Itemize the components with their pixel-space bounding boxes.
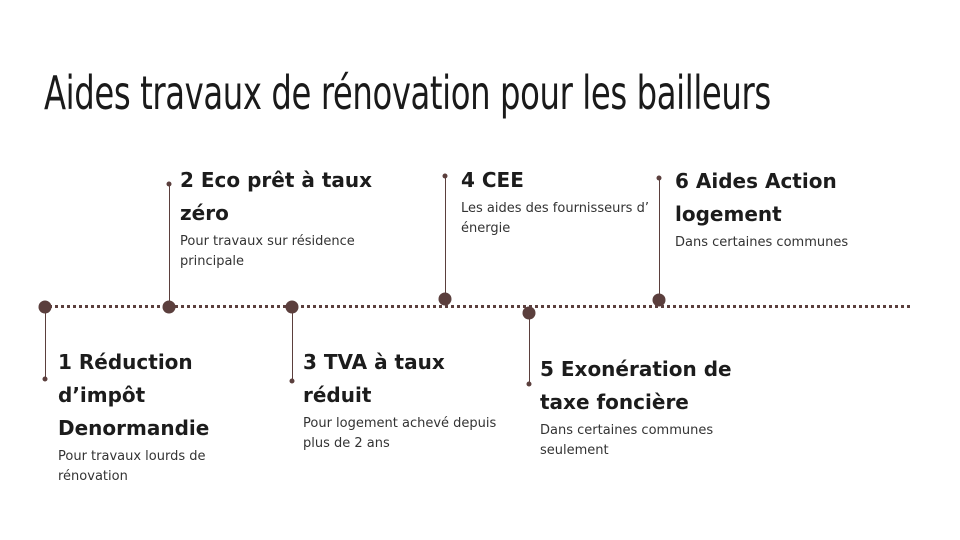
timeline-item-5: 5 Exonération de taxe foncière Dans cert… bbox=[540, 353, 755, 461]
timeline-stem-end-5 bbox=[526, 381, 532, 387]
timeline-dot-2 bbox=[162, 300, 176, 314]
timeline-item-1-title: 1 Réduction d’impôt Denormandie bbox=[58, 350, 210, 440]
timeline-item-3-desc: Pour logement achevé depuis plus de 2 an… bbox=[303, 416, 497, 451]
timeline-stem-end-2 bbox=[166, 181, 172, 187]
timeline-item-1: 1 Réduction d’impôt Denormandie Pour tra… bbox=[58, 346, 243, 487]
timeline-dot-3 bbox=[285, 300, 299, 314]
timeline-line bbox=[44, 305, 910, 308]
timeline-item-6: 6 Aides Action logement Dans certaines c… bbox=[675, 165, 895, 253]
timeline-stem-2 bbox=[169, 184, 170, 301]
timeline-dot-6 bbox=[652, 293, 666, 307]
timeline-dot-1 bbox=[38, 300, 52, 314]
timeline-dot-5 bbox=[522, 306, 536, 320]
timeline-stem-end-1 bbox=[42, 376, 48, 382]
timeline-stem-1 bbox=[45, 313, 46, 379]
timeline-item-2-title: 2 Eco prêt à taux zéro bbox=[180, 168, 373, 225]
timeline-stem-end-6 bbox=[656, 175, 662, 181]
timeline-item-4: 4 CEE Les aides des fournisseurs d’ éner… bbox=[461, 164, 666, 239]
timeline-item-4-desc: Les aides des fournisseurs d’ énergie bbox=[461, 201, 649, 236]
timeline-item-6-title: 6 Aides Action logement bbox=[675, 169, 837, 226]
timeline-stem-end-4 bbox=[442, 173, 448, 179]
timeline-item-2: 2 Eco prêt à taux zéro Pour travaux sur … bbox=[180, 164, 395, 272]
timeline-stem-3 bbox=[292, 313, 293, 381]
timeline-item-1-desc: Pour travaux lourds de rénovation bbox=[58, 449, 206, 484]
timeline-item-4-title: 4 CEE bbox=[461, 168, 524, 192]
timeline-stem-5 bbox=[529, 319, 530, 384]
timeline-item-5-desc: Dans certaines communes seulement bbox=[540, 423, 714, 458]
timeline-item-2-desc: Pour travaux sur résidence principale bbox=[180, 234, 355, 269]
slide-title: Aides travaux de rénovation pour les bai… bbox=[44, 66, 771, 120]
timeline-dot-4 bbox=[438, 292, 452, 306]
timeline-stem-4 bbox=[445, 176, 446, 293]
timeline-item-3-title: 3 TVA à taux réduit bbox=[303, 350, 445, 407]
timeline-item-5-title: 5 Exonération de taxe foncière bbox=[540, 357, 732, 414]
timeline-stem-6 bbox=[659, 178, 660, 294]
timeline-item-3: 3 TVA à taux réduit Pour logement achevé… bbox=[303, 346, 518, 454]
timeline-item-6-desc: Dans certaines communes bbox=[675, 235, 849, 250]
timeline-stem-end-3 bbox=[289, 378, 295, 384]
